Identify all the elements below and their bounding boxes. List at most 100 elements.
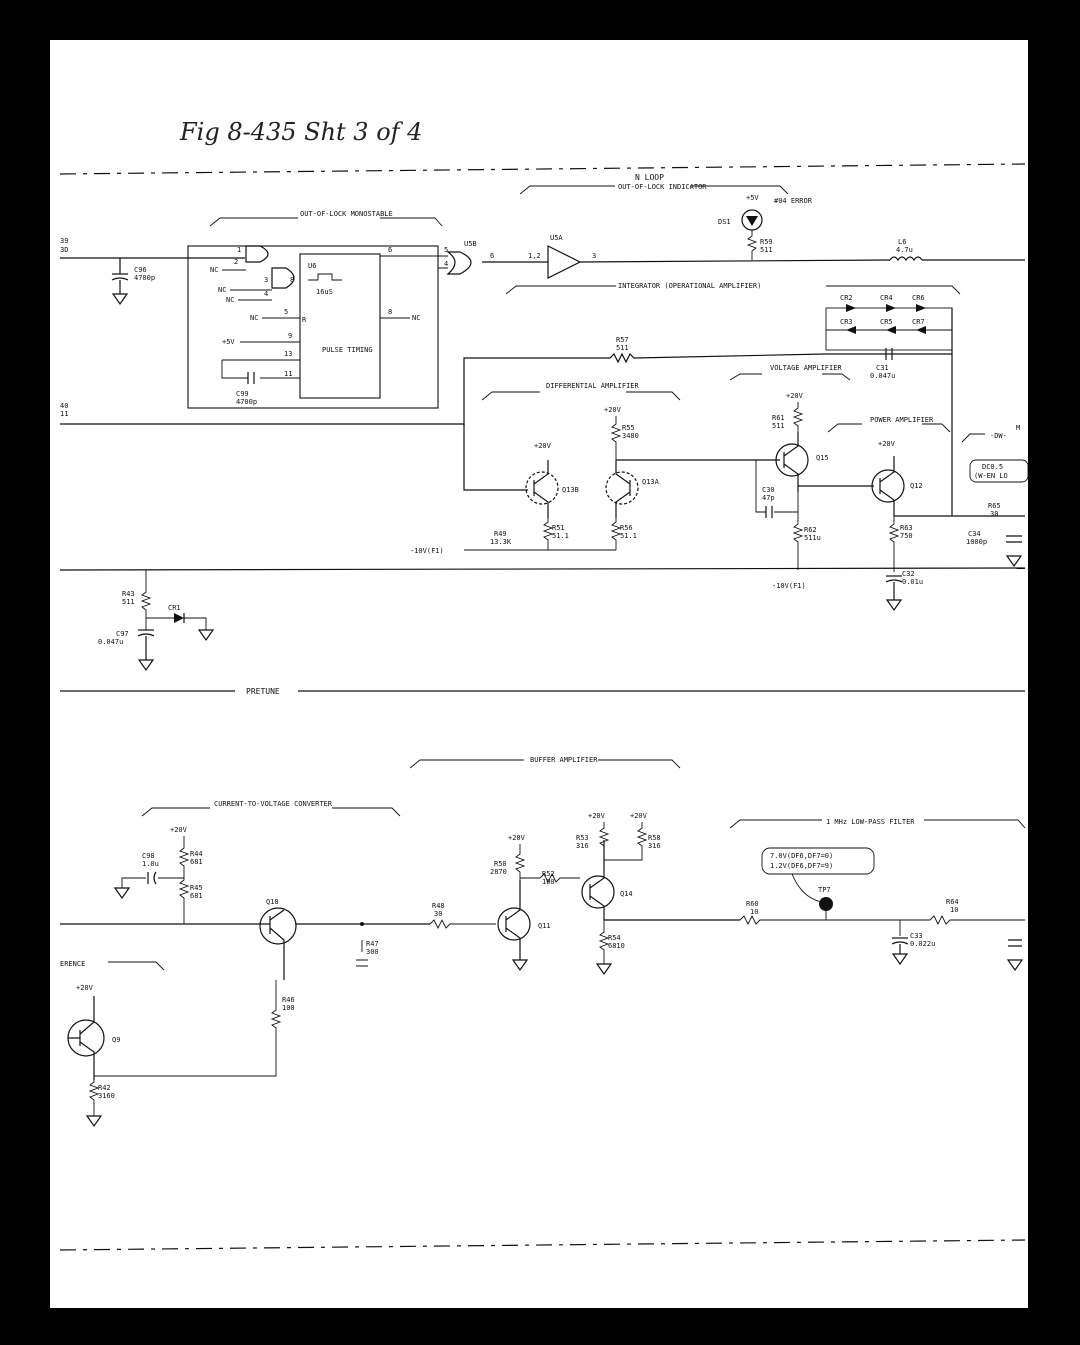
ground-icon-c33 [891,944,909,966]
r46-resistor [94,980,282,1077]
neg10-label-a: -10V(F1) [410,547,444,555]
u6-pin-6: 6 [388,246,392,254]
bracket-diff-amp [481,391,681,401]
pin-8: 8 [290,276,294,284]
u6-pulse-label: 16uS [316,288,333,296]
q13b-plus20: +20V [534,442,552,450]
label-voltage-amp: VOLTAGE AMPLIFIER [770,364,842,372]
section-divider-bottom [59,1239,1026,1251]
r63-label: R63 [900,524,913,532]
q14-transistor-icon [581,875,615,909]
right-edge-1: M [1016,424,1020,432]
r61-value: 511 [772,422,785,430]
ground-icon-r42 [85,1115,103,1128]
gate-a-icon [245,245,269,263]
r42-value: 3160 [98,1092,115,1100]
r44-value: 681 [190,858,203,866]
r50-label: R50 [494,860,507,868]
l6-label: L6 [898,238,906,246]
c99-label: C99 [236,390,249,398]
r54-label: R54 [608,934,621,942]
r54-resistor [598,920,610,964]
c33-plate2 [891,941,909,945]
r53-value: 316 [576,842,589,850]
r50-resistor [514,844,526,880]
label-reference: ERENCE [60,960,85,968]
r53-resistor [598,822,610,847]
label-integrator: INTEGRATOR (OPERATIONAL AMPLIFIER) [618,282,761,290]
cr5-label: CR5 [880,318,893,326]
c30-label: C30 [762,486,775,494]
wire-c99 [221,359,300,379]
input-40-label: 40 [60,402,68,410]
tp7-note-1: 7.0V(DF6,DF7=0) [770,852,833,860]
cr3-label: CR3 [840,318,853,326]
r56-resistor [610,518,622,550]
plus5-label: +5V [222,338,235,346]
bracket-power-amp [827,423,951,433]
q13a-transistor-icon [605,471,639,505]
ground-icon-c98 [113,887,131,900]
r62-resistor [792,492,804,570]
pulse-timing-label: PULSE TIMING [322,346,373,354]
c97-value: 0.047u [98,638,123,646]
r47-faint [356,940,368,967]
r51-value: 51.1 [552,532,569,540]
r65-label: R65 [988,502,1001,510]
q12-plus20: +20V [878,440,896,448]
q12-label: Q12 [910,482,923,490]
r57-resistor [463,352,827,426]
wire-q13b-base [463,424,528,491]
c33-label: C33 [910,932,923,940]
r47-label: R47 [366,940,379,948]
r61-resistor [792,402,804,432]
q15-leads [783,432,799,492]
ground-icon-r54 [595,963,613,976]
schematic-sheet: Fig 8-435 Sht 3 of 4 PRETUNE N LOOP OUT-… [50,40,1028,1308]
c96-value: 4700p [134,274,155,282]
q14-leads [589,840,605,920]
q9-leads [68,996,95,1080]
wire-u5b-in [437,267,448,408]
pin-2: 2 [234,258,238,266]
q10-transistor-icon [259,907,297,945]
r53-plus20: +20V [588,812,606,820]
wire-c98 [121,877,184,888]
r44-r45-resistors [178,836,190,924]
r44-plus20: +20V [170,826,188,834]
r57-label: R57 [616,336,629,344]
u5a-buffer-icon [547,245,582,279]
r51-resistor [542,518,616,551]
neg10-label-b: -10V(F1) [772,582,806,590]
u5b-pin-4: 4 [444,260,448,268]
tp7-leader [791,873,823,903]
pin-4: 4 [264,290,268,298]
r50-plus20: +20V [508,834,526,842]
r62-value: 511u [804,534,821,542]
r58-plus20: +20V [630,812,648,820]
q10-leads [260,909,285,980]
label-low-pass: 1 MHz LOW-PASS FILTER [826,818,915,826]
q15-label: Q15 [816,454,829,462]
u6-chip [299,253,381,399]
q11-label: Q11 [538,922,551,930]
r64-value: 10 [950,906,958,914]
q11-leads [505,880,521,952]
r48-value: 30 [434,910,442,918]
c98-label: C98 [142,852,155,860]
input-39-label: 39 [60,237,68,245]
q11-transistor-icon [497,907,531,941]
u5a-pin-3: 3 [592,252,596,260]
right-callout-box [969,459,1028,483]
q14-label: Q14 [620,890,633,898]
r42-label: R42 [98,1084,111,1092]
r49-label: R49 [494,530,507,538]
l6-inductor [889,256,923,262]
q9-label: Q9 [112,1036,120,1044]
handwritten-note: Fig 8-435 Sht 3 of 4 [179,118,422,146]
nc-4: NC [250,314,258,322]
c34-icon [1005,535,1023,568]
u5b-gate-icon [446,251,472,275]
pin-r: R [302,316,307,324]
c97-label: C97 [116,630,129,638]
